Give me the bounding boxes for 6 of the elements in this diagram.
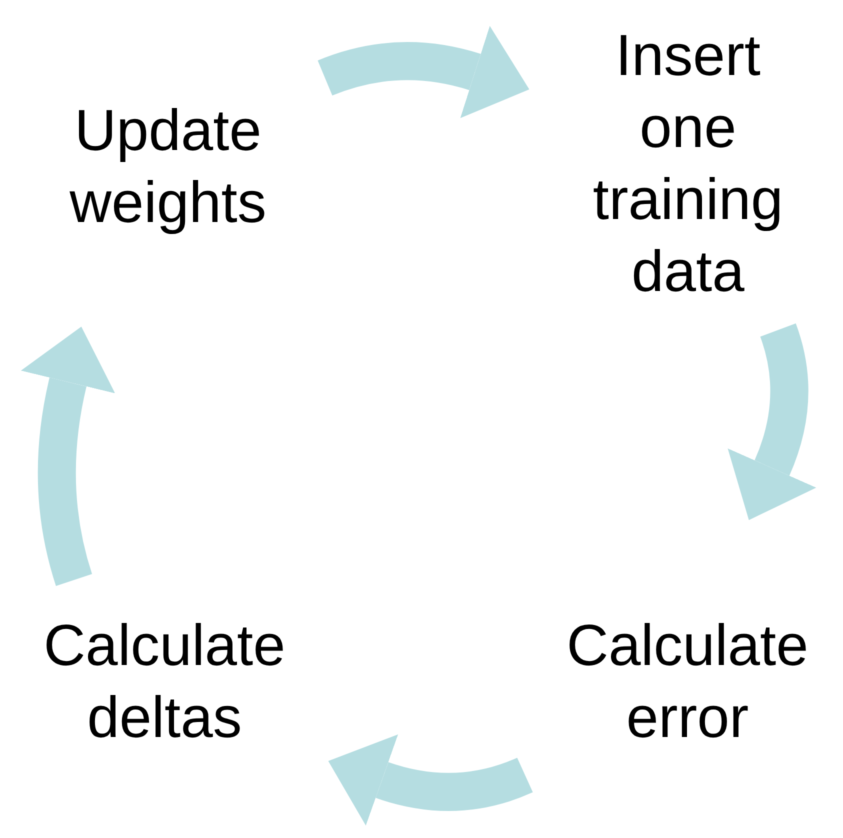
step-label: Insert one training data	[592, 22, 784, 306]
step-label: Calculate error	[566, 612, 810, 752]
curved-arrow	[727, 324, 817, 521]
step-label: Calculate deltas	[42, 612, 286, 752]
curved-arrow	[20, 326, 116, 586]
step-label: Update weights	[68, 97, 268, 237]
